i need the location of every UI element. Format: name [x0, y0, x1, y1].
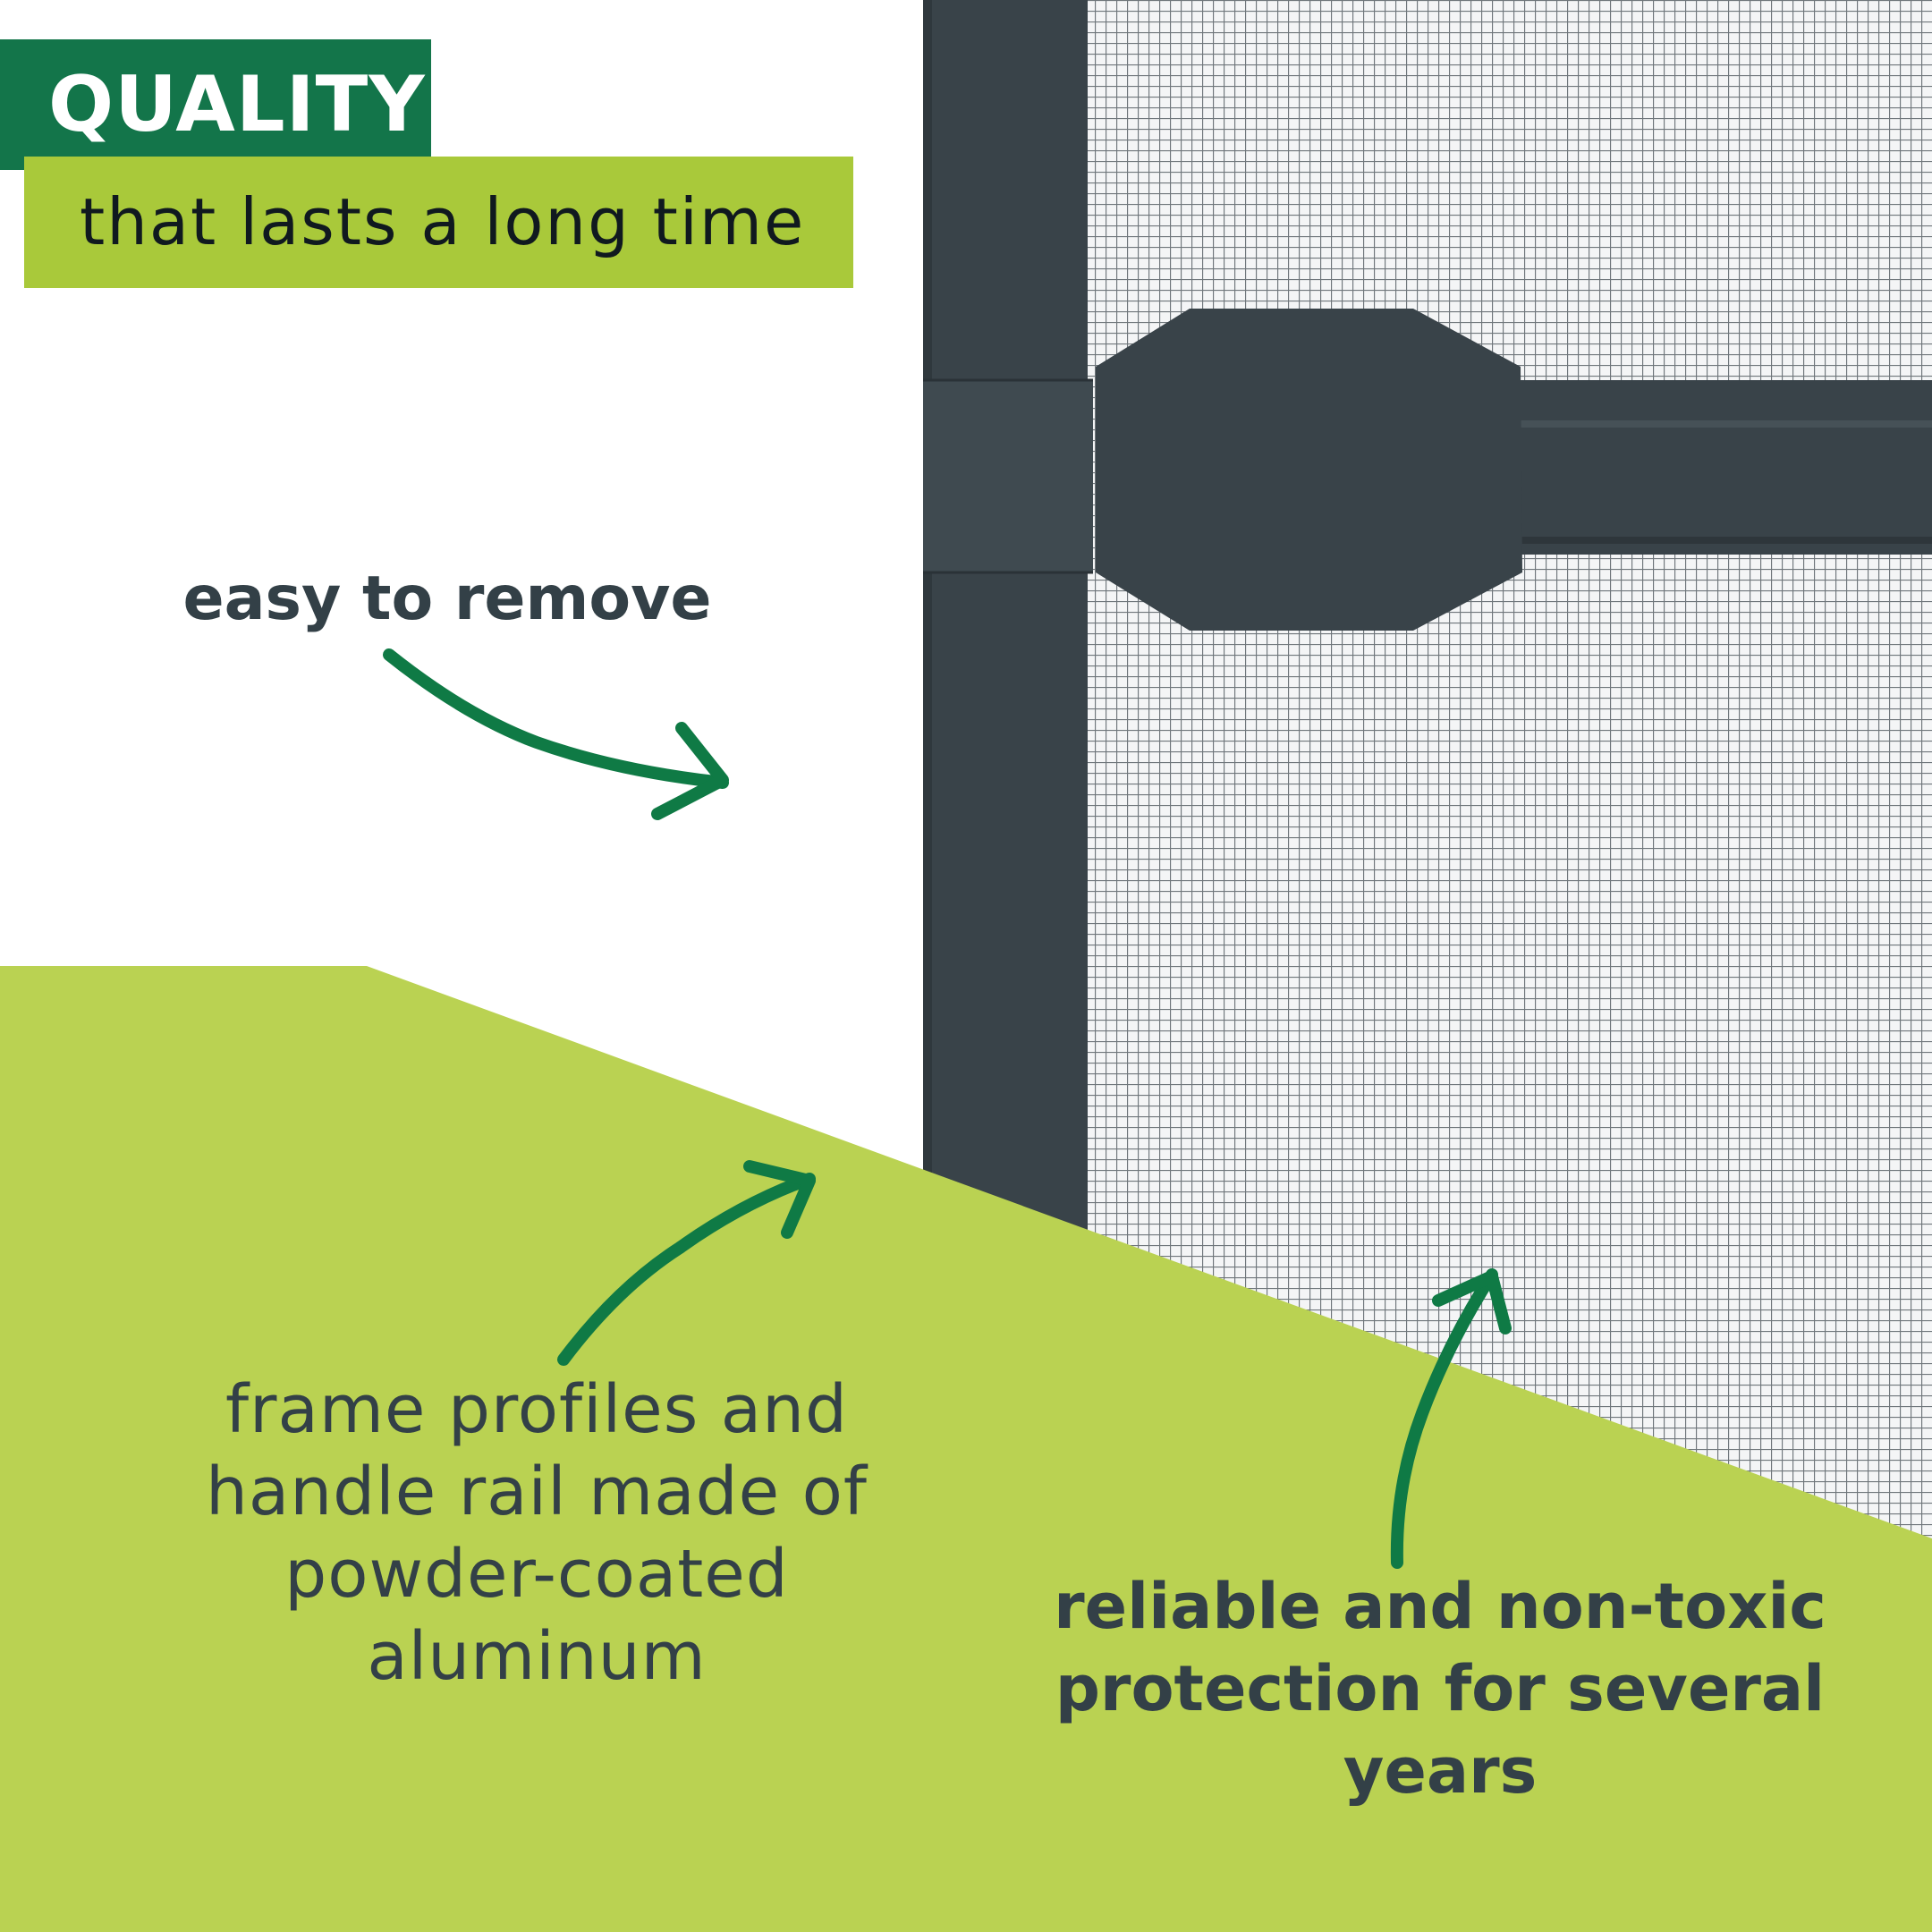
callout-frame-profiles: frame profiles and handle rail made of p… — [206, 1371, 868, 1695]
quality-badge: QUALITY — [0, 39, 431, 170]
callout-reliable-protection: reliable and non-toxic protection for se… — [1054, 1570, 1826, 1808]
green-diagonal-background — [0, 966, 1932, 1932]
curved-arrow-icon — [1390, 1268, 1512, 1569]
frame-connector — [923, 380, 1093, 572]
curved-arrow-icon — [557, 1160, 816, 1366]
vertical-frame-profile — [923, 0, 1088, 1270]
handle-knob — [1096, 309, 1522, 631]
handle-rail — [1503, 380, 1932, 555]
callout-easy-to-remove: easy to remove — [182, 564, 712, 634]
quality-subtitle: that lasts a long time — [24, 157, 853, 288]
curved-arrow-icon — [383, 648, 729, 820]
